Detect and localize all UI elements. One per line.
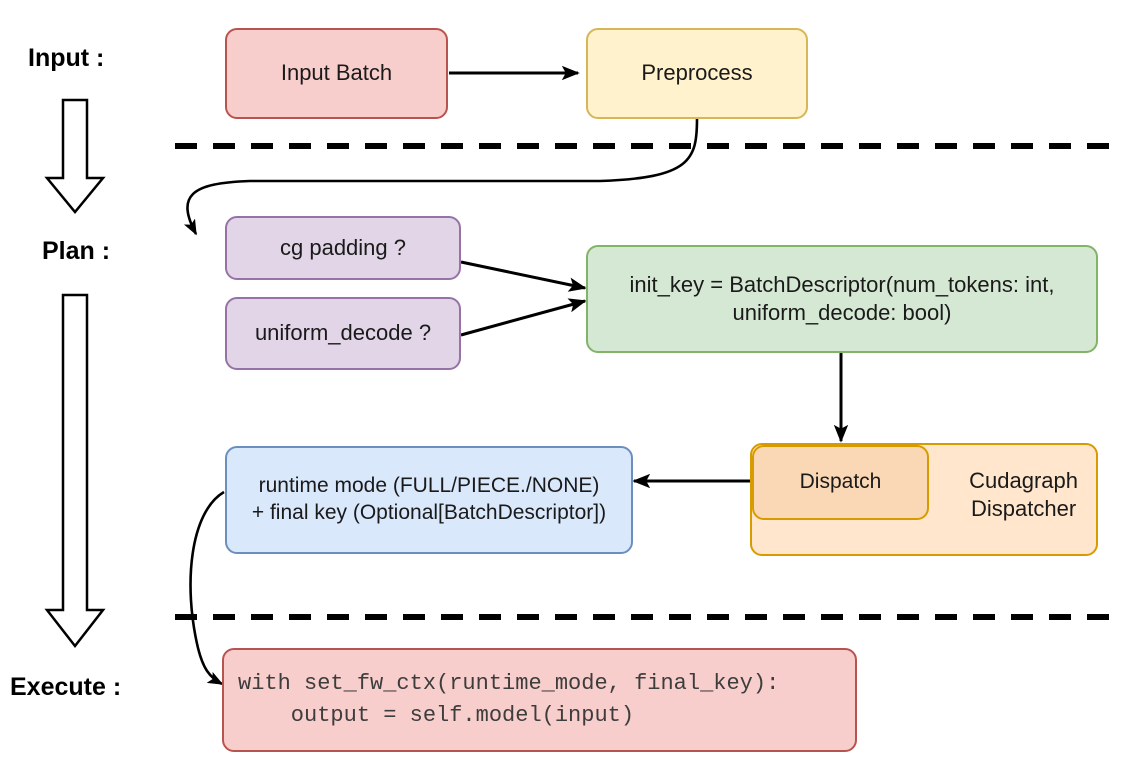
- node-cg-padding-label: cg padding ?: [280, 234, 406, 260]
- node-runtime-mode[interactable]: runtime mode (FULL/PIECE./NONE) + final …: [225, 446, 633, 554]
- node-input-batch-label: Input Batch: [280, 60, 393, 86]
- node-init-key[interactable]: init_key = BatchDescriptor(num_tokens: i…: [586, 245, 1098, 353]
- stage-label-plan: Plan :: [42, 237, 111, 265]
- node-dispatch-label: Dispatch: [799, 470, 882, 494]
- edge-cg-padding-to-init-key: [460, 260, 587, 292]
- stage-label-execute: Execute :: [10, 673, 122, 701]
- node-runtime-mode-label: runtime mode (FULL/PIECE./NONE) + final …: [251, 474, 607, 524]
- node-preprocess[interactable]: Preprocess: [586, 28, 808, 119]
- node-execute-code[interactable]: with set_fw_ctx(runtime_mode, final_key)…: [222, 648, 857, 752]
- node-init-key-label: init_key = BatchDescriptor(num_tokens: i…: [629, 271, 1055, 325]
- node-execute-code-label: with set_fw_ctx(runtime_mode, final_key)…: [238, 671, 780, 728]
- node-dispatch[interactable]: Dispatch: [752, 445, 929, 520]
- stage-label-input: Input :: [28, 44, 105, 72]
- node-uniform-decode-label: uniform_decode ?: [254, 320, 432, 346]
- stage-arrow-input-to-plan: [44, 98, 106, 214]
- node-preprocess-label: Preprocess: [641, 60, 753, 86]
- node-uniform-decode[interactable]: uniform_decode ?: [225, 297, 461, 370]
- node-cg-padding[interactable]: cg padding ?: [225, 216, 461, 280]
- node-cudagraph-dispatcher-label: Cudagraph Dispatcher: [969, 467, 1078, 521]
- edge-uniform-decode-to-init-key: [460, 298, 587, 337]
- edge-runtime-mode-to-execute-code: [189, 490, 225, 686]
- stage-arrow-plan-to-execute: [44, 293, 106, 649]
- node-input-batch[interactable]: Input Batch: [225, 28, 448, 119]
